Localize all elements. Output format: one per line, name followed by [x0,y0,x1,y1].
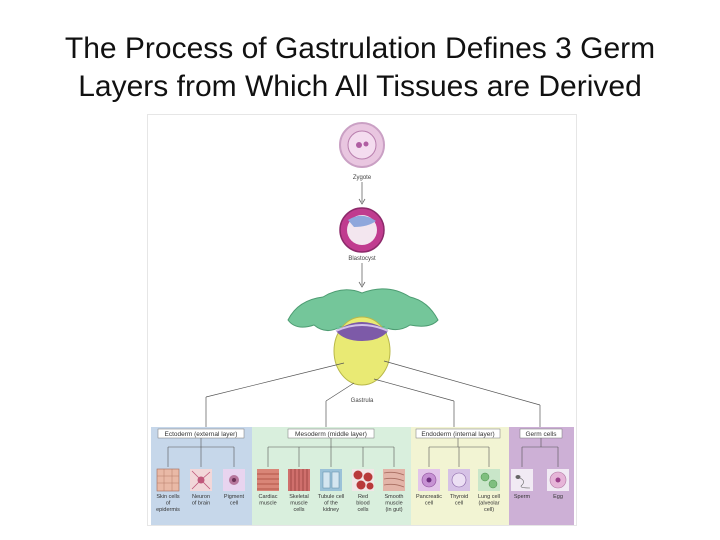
caption-line: Sperm [514,494,531,500]
caption-line: cell [425,501,433,507]
neuron-icon [190,469,212,491]
gastrula-label: Gastrula [351,398,374,404]
zygote-label: Zygote [353,175,372,181]
blastocyst-illustration [339,207,385,253]
caption-line: Egg [553,494,563,500]
caption-line: Red [358,494,368,500]
skeletal-muscle-icon [288,469,310,491]
caption-line: Pigment [224,494,245,500]
endoderm-header: Endoderm (internal layer) [421,431,494,438]
caption-line: of the [324,501,338,507]
caption-line: Cardiac [259,494,278,500]
mesoderm-header: Mesoderm (middle layer) [295,431,367,438]
caption-line: Thyroid [450,494,468,500]
caption-line: Skeletal [289,494,309,500]
gastrula-illustration [287,288,439,386]
egg-icon [547,469,569,491]
caption-line: muscle [385,501,402,507]
slide-title-line-2: Layers from Which All Tissues are Derive… [78,70,642,103]
caption-line: cells [293,507,304,513]
caption-line: kidney [323,507,339,513]
caption-line: Smooth [385,494,404,500]
germ-cell-caption: Sperm [514,494,531,500]
caption-line: of [166,501,171,507]
caption-line: of brain [192,501,210,507]
ectoderm-header: Ectoderm (external layer) [165,431,238,438]
caption-line: muscle [259,501,276,507]
pigment-cell-icon [223,469,245,491]
caption-line: Skin cells [156,494,179,500]
caption-line: Neuron [192,494,210,500]
caption-line: cell [230,501,238,507]
caption-line: Tubule cell [318,494,344,500]
germ-layer-diagram: Zygote Blastocyst Gastrula [148,115,576,525]
pancreatic-cell-icon [418,469,440,491]
caption-line: cell) [484,507,494,513]
red-blood-cells-icon [352,469,374,491]
lung-cell-icon [478,469,500,491]
skin-cell-icon [156,468,180,492]
caption-line: cells [357,507,368,513]
slide-title: The Process of Gastrulation Defines 3 Ge… [0,30,720,106]
zygote-illustration [339,122,385,168]
caption-line: blood [356,501,369,507]
branch-connectors [205,360,541,429]
sperm-icon [511,469,533,491]
kidney-tubule-cell-icon [320,469,342,491]
caption-line: muscle [290,501,307,507]
blastocyst-label: Blastocyst [348,256,376,262]
caption-line: Pancreatic [416,494,442,500]
caption-line: (alveolar [478,501,499,507]
caption-line: epidermis [156,507,180,513]
caption-line: (in gut) [385,507,402,513]
germ-cell-caption: Egg [553,494,563,500]
germ-layer-panels: Ectoderm (external layer) Mesoderm (midd… [151,427,574,525]
thyroid-cell-icon [448,469,470,491]
slide-title-line-1: The Process of Gastrulation Defines 3 Ge… [64,32,656,65]
cardiac-muscle-icon [257,469,279,491]
caption-line: cell [455,501,463,507]
caption-line: Lung cell [478,494,500,500]
smooth-muscle-icon [383,469,405,491]
germ-cells-header: Germ cells [525,431,557,438]
